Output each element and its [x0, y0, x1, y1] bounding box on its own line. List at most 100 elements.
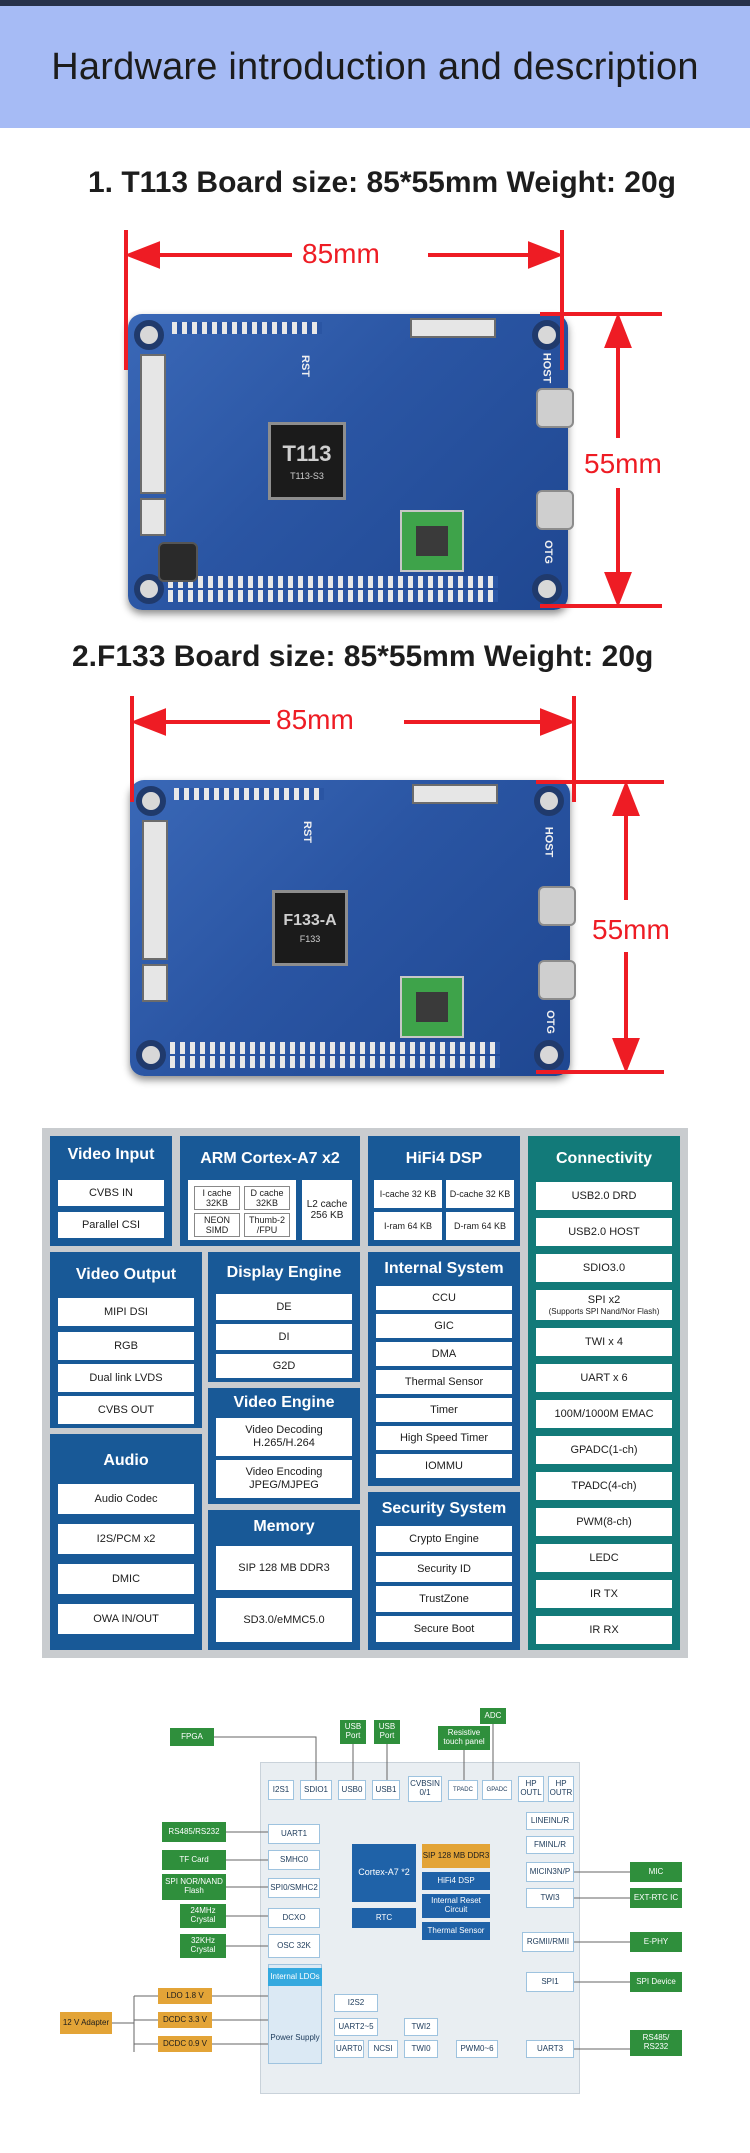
hifi4-dsp-title: HiFi4 DSP [405, 1150, 483, 1167]
section1-title: 1. T113 Board size: 85*55mm Weight: 20g [88, 166, 677, 199]
ext-adc: ADC [480, 1708, 506, 1724]
usb-c-port [538, 886, 576, 926]
chip-sublabel: T113-S3 [290, 471, 324, 481]
page-header: Hardware introduction and description [0, 6, 750, 128]
ffc-connector [142, 820, 168, 960]
mount-hole [134, 574, 164, 604]
arm-cell: NEON SIMD [194, 1213, 240, 1237]
iface-left: SMHC0 [268, 1850, 320, 1870]
f133-board-image: F133-A F133 HOST OTG RST [130, 780, 576, 1076]
iface-bottom: I2S2 [334, 1994, 378, 2012]
mount-hole [134, 320, 164, 350]
f133-dimension-lines [130, 696, 664, 1074]
iface-top: I2S1 [268, 1780, 294, 1800]
security-system-group: Security System Crypto Engine Security I… [368, 1492, 520, 1650]
connectivity-item: 100M/1000M EMAC [536, 1400, 672, 1428]
hifi-cell: I-ram 64 KB [374, 1212, 442, 1240]
arrow-down [604, 572, 632, 608]
arrow-left [124, 241, 160, 269]
width-label: 85mm [302, 238, 380, 269]
internal-system-item: DMA [376, 1342, 512, 1366]
diagram2-connectors [112, 1724, 630, 2052]
iface-top: CVBSIN 0/1 [408, 1776, 442, 1802]
mount-hole [136, 786, 166, 816]
iface-top: USB0 [338, 1780, 366, 1800]
power-out: DCDC 0.9 V [158, 2036, 212, 2052]
hifi4-dsp-group: HiFi4 DSP I-cache 32 KB D-cache 32 KB I-… [368, 1136, 520, 1246]
internal-system-item: CCU [376, 1286, 512, 1310]
width-label: 85mm [276, 704, 354, 735]
ext-left: RS485/RS232 [162, 1822, 226, 1842]
arm-cell: I cache 32KB [194, 1186, 240, 1210]
t113-dimension-lines [124, 230, 662, 608]
video-output-item: MIPI DSI [58, 1298, 194, 1326]
internal-system-title: Internal System [384, 1260, 504, 1277]
iface-top: SDIO1 [300, 1780, 332, 1800]
internal-system-item: IOMMU [376, 1454, 512, 1478]
core-reset-circuit: Internal Reset Circuit [422, 1894, 490, 1918]
ext-right: EXT-RTC IC [630, 1888, 682, 1908]
audio-group: Audio Audio Codec I2S/PCM x2 DMIC OWA IN… [50, 1434, 202, 1650]
memory-group: Memory SIP 128 MB DDR3 SD3.0/eMMC5.0 [208, 1510, 360, 1650]
core-cortex-a7: Cortex-A7 *2 [352, 1844, 416, 1902]
memory-title: Memory [253, 1518, 315, 1535]
audio-jack [158, 542, 198, 582]
ext-left: TF Card [162, 1850, 226, 1870]
video-output-item: RGB [58, 1332, 194, 1360]
mount-hole [136, 1040, 166, 1070]
connectivity-item-spi: SPI x2 (Supports SPI Nand/Nor Flash) [536, 1290, 672, 1320]
iface-right: MICIN3N/P [526, 1862, 574, 1882]
iface-left: OSC 32K [268, 1934, 320, 1958]
iface-top: GPADC [482, 1780, 512, 1800]
video-input-item: CVBS IN [58, 1180, 164, 1206]
connector-line [214, 1736, 317, 1780]
audio-item: OWA IN/OUT [58, 1604, 194, 1634]
pin-header [170, 1042, 500, 1054]
iface-top: USB1 [372, 1780, 400, 1800]
ext-touch-panel: Resistive touch panel [438, 1726, 490, 1750]
connectivity-item: GPADC(1-ch) [536, 1436, 672, 1464]
display-engine-title: Display Engine [226, 1264, 342, 1281]
section2-title: 2.F133 Board size: 85*55mm Weight: 20g [72, 640, 654, 673]
ffc-connector [412, 784, 498, 804]
power-out: LDO 1.8 V [158, 1988, 212, 2004]
pin-header [172, 322, 322, 334]
core-rtc: RTC [352, 1908, 416, 1928]
spi-note: (Supports SPI Nand/Nor Flash) [548, 1306, 660, 1316]
iface-right: RGMII/RMII [522, 1932, 574, 1952]
chip-sublabel: F133 [299, 934, 321, 944]
ffc-connector [410, 318, 496, 338]
soc-chip: T113 T113-S3 [268, 422, 346, 500]
usb-c-port [536, 388, 574, 428]
iface-bottom: PWM0~6 [456, 2040, 498, 2058]
height-label: 55mm [584, 448, 662, 479]
ext-left: 24MHz Crystal [180, 1904, 226, 1928]
connector-line [112, 1995, 158, 2052]
iface-right: LINEINL/R [526, 1812, 574, 1830]
iface-bottom: TWI0 [404, 2040, 438, 2058]
soc-block-diagram: Video Input CVBS IN Parallel CSI ARM Cor… [42, 1128, 688, 1658]
page-title: Hardware introduction and description [51, 45, 699, 88]
arrow-up [604, 312, 632, 348]
pin-header [168, 590, 498, 602]
connectivity-item: UART x 6 [536, 1364, 672, 1392]
internal-system-group: Internal System CCU GIC DMA Thermal Sens… [368, 1252, 520, 1486]
mount-hole [532, 320, 562, 350]
display-engine-item: G2D [216, 1354, 352, 1378]
l2-cache: L2 cache 256 KB [302, 1180, 352, 1240]
pin-header [170, 1056, 500, 1068]
height-label: 55mm [592, 914, 670, 945]
soc-chip: F133-A F133 [272, 890, 348, 966]
internal-system-item: Thermal Sensor [376, 1370, 512, 1394]
chip-label: T113 [282, 441, 332, 466]
audio-title: Audio [103, 1452, 149, 1469]
connectivity-title: Connectivity [555, 1150, 652, 1167]
mount-hole [534, 786, 564, 816]
arrow-right [540, 708, 576, 736]
core-thermal-sensor: Thermal Sensor [422, 1922, 490, 1940]
display-engine-item: DE [216, 1294, 352, 1320]
iface-bottom: UART0 [334, 2040, 364, 2058]
interface-block-diagram: I2S1 SDIO1 USB0 USB1 CVBSIN 0/1 TPADC GP… [50, 1708, 700, 2098]
video-output-item: CVBS OUT [58, 1396, 194, 1424]
